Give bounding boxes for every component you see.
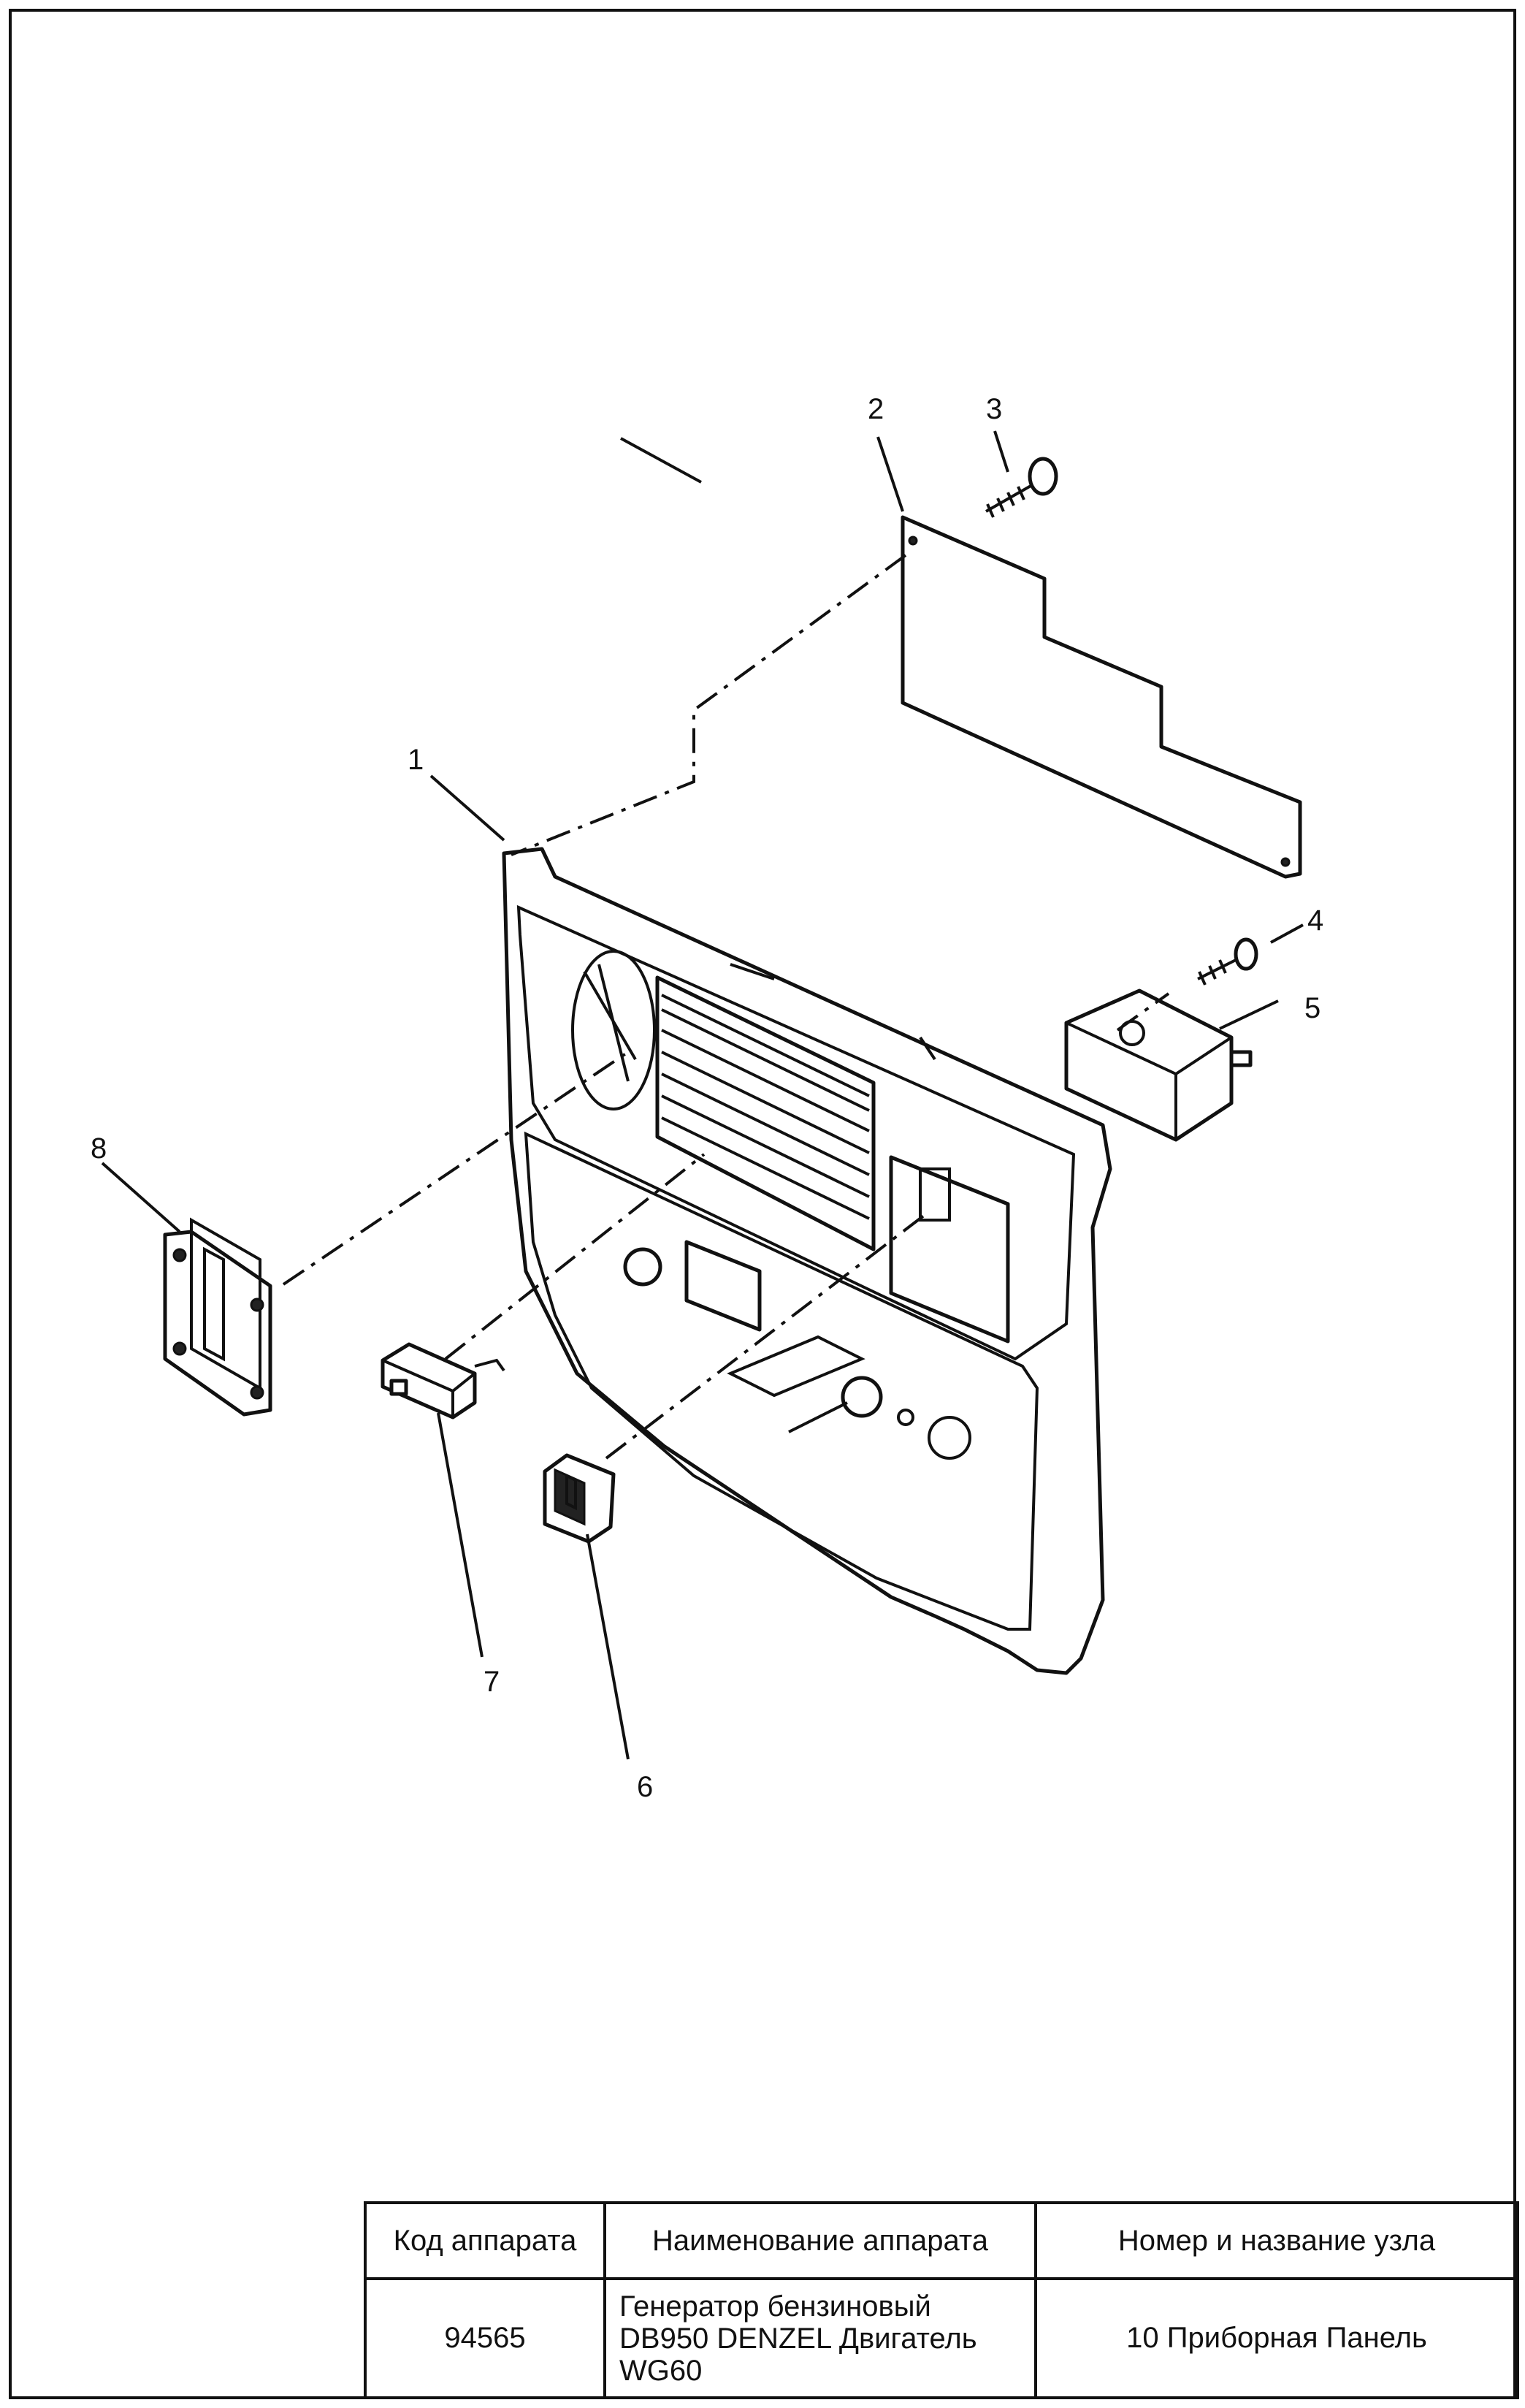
part-7-switch <box>381 1342 505 1420</box>
part-1-instrument-panel <box>502 437 1112 1675</box>
leader-7 <box>437 1412 484 1658</box>
leader-2 <box>876 436 904 512</box>
leader-8 <box>101 1162 181 1233</box>
callout-7: 7 <box>484 1666 500 1698</box>
callout-4: 4 <box>1307 904 1324 937</box>
callout-5: 5 <box>1304 992 1321 1024</box>
leader-4 <box>1270 923 1304 944</box>
value-device-code: 94565 <box>364 2277 606 2399</box>
header-device-name: Наименование аппарата <box>603 2201 1037 2280</box>
assembly-line-switch-6 <box>605 1211 929 1460</box>
header-device-code: Код аппарата <box>364 2201 606 2280</box>
assembly-line-block <box>1116 992 1170 1032</box>
header-unit-name: Номер и название узла <box>1034 2201 1519 2280</box>
assembly-line-socket <box>282 1051 630 1286</box>
value-unit-name: 10 Приборная Панель <box>1034 2277 1519 2399</box>
part-6-rocker-switch <box>543 1453 616 1544</box>
callout-1: 1 <box>408 744 424 776</box>
part-2-cover-plate <box>901 515 1302 879</box>
part-4-screw <box>1197 937 1258 986</box>
leader-6 <box>586 1533 630 1760</box>
callout-3: 3 <box>986 393 1003 425</box>
title-block-value-row: 94565 Генератор бензиновый DB950 DENZEL … <box>364 2277 1519 2399</box>
drawing-sheet-border <box>9 9 1516 2399</box>
callout-6: 6 <box>637 1771 654 1803</box>
leader-5 <box>1219 999 1279 1030</box>
leader-3 <box>993 430 1009 473</box>
value-device-name: Генератор бензиновый DB950 DENZEL Двигат… <box>603 2277 1037 2399</box>
callout-8: 8 <box>91 1132 107 1165</box>
title-block-header-row: Код аппарата Наименование аппарата Номер… <box>364 2201 1519 2280</box>
part-3-screw <box>985 457 1058 518</box>
assembly-line-switch-7 <box>444 1153 706 1360</box>
assembly-line-cover <box>511 554 907 856</box>
callout-2: 2 <box>868 393 884 425</box>
part-8-socket <box>163 1217 272 1417</box>
title-block: Код аппарата Наименование аппарата Номер… <box>364 2201 1519 2399</box>
part-5-block <box>1064 988 1253 1142</box>
leader-1 <box>429 774 505 842</box>
